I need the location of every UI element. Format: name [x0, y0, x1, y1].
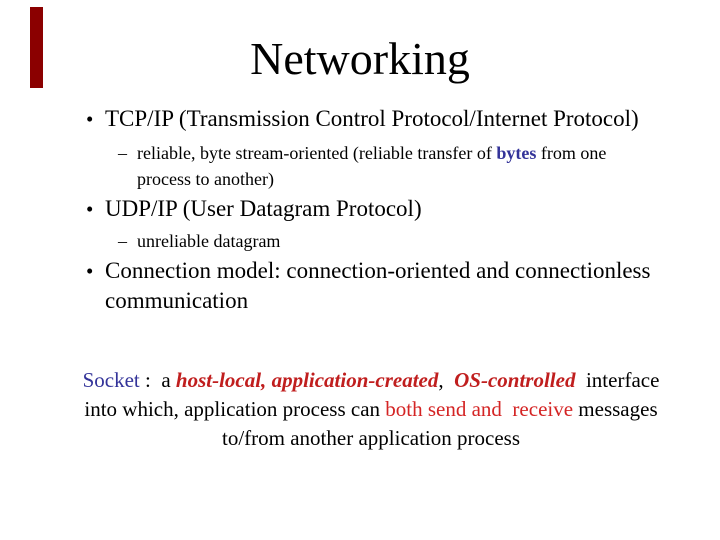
sub-bullet-item: –reliable, byte stream-oriented (reliabl…: [86, 140, 706, 192]
text-line: process to another): [137, 166, 706, 192]
text-segment: to/from another application process: [222, 426, 520, 450]
text-segment: Socket: [82, 368, 140, 392]
bullet-marker: •: [86, 107, 94, 131]
text-segment: OS-controlled: [454, 368, 576, 392]
text-line: Connection model: connection-oriented an…: [105, 256, 706, 286]
bullet-item: • UDP/IP (User Datagram Protocol): [86, 194, 706, 224]
text-segment: from one: [536, 143, 607, 163]
text-line: TCP/IP (Transmission Control Protocol/In…: [105, 104, 706, 134]
dash-marker: –: [118, 231, 127, 251]
bullet-marker: •: [86, 259, 94, 283]
text-line: UDP/IP (User Datagram Protocol): [105, 194, 706, 224]
sub-bullet-item: –unreliable datagram: [86, 228, 706, 254]
text-segment: ,: [438, 368, 455, 392]
text-segment: interface: [575, 368, 660, 392]
text-segment: process to another): [137, 169, 274, 189]
text-segment: reliable, byte stream-oriented (reliable…: [137, 143, 497, 163]
text-line: into which, application process can both…: [31, 395, 711, 424]
text-segment: unreliable datagram: [137, 231, 281, 251]
text-line: Socket : a host-local, application-creat…: [31, 366, 711, 395]
text-segment: TCP/IP (Transmission Control Protocol/In…: [105, 106, 639, 131]
text-segment: into which, application process can: [84, 397, 386, 421]
bullet-list: • TCP/IP (Transmission Control Protocol/I…: [86, 104, 706, 316]
text-line: reliable, byte stream-oriented (reliable…: [137, 140, 706, 166]
text-segment: communication: [105, 288, 249, 313]
text-line: to/from another application process: [31, 424, 711, 453]
text-segment: both send and receive: [385, 397, 574, 421]
bullet-marker: •: [86, 197, 94, 221]
text-line: communication: [105, 286, 706, 316]
text-segment: UDP/IP (User Datagram Protocol): [105, 196, 422, 221]
bullet-item: • Connection model: connection-oriented a…: [86, 256, 706, 316]
slide-corner-bar: [30, 7, 43, 88]
bullet-item: • TCP/IP (Transmission Control Protocol/I…: [86, 104, 706, 134]
text-segment: application-created: [271, 368, 439, 392]
text-segment: Connection model: connection-oriented an…: [105, 258, 651, 283]
text-segment: host-local,: [175, 368, 267, 392]
text-line: unreliable datagram: [137, 228, 706, 254]
socket-definition-note: Socket : a host-local, application-creat…: [31, 366, 711, 453]
text-segment: : a: [139, 368, 176, 392]
dash-marker: –: [118, 143, 127, 163]
text-segment: messages: [573, 397, 658, 421]
text-segment: bytes: [496, 143, 537, 163]
slide-title: Networking: [250, 33, 470, 84]
